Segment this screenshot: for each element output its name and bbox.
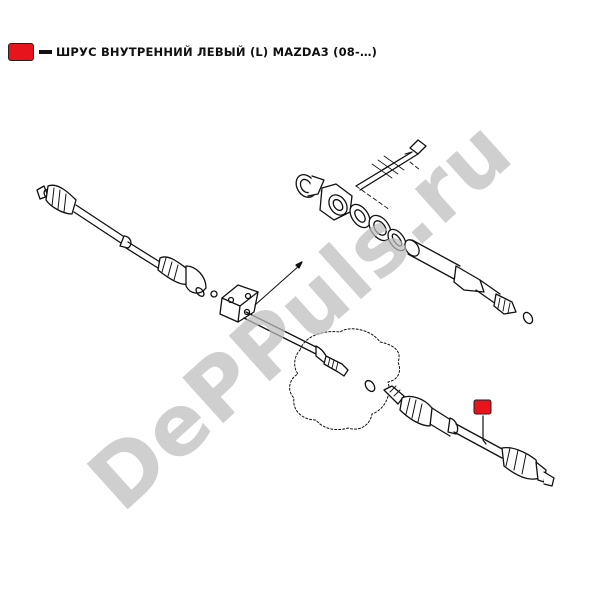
leader-arrow (254, 261, 303, 306)
clip (364, 379, 376, 393)
joint-shaft (243, 311, 349, 377)
left-drive-shaft-lower (383, 385, 555, 487)
red-marker (473, 399, 492, 415)
bearing (319, 183, 407, 252)
left-drive-shaft (36, 184, 218, 298)
marker-leader (482, 415, 487, 445)
legend-marker (8, 43, 34, 61)
joint-shaft-bracket (219, 284, 259, 323)
transaxle-outline (289, 328, 401, 431)
dust-seal (295, 174, 325, 198)
legend-text: ШРУС ВНУТРЕННИЙ ЛЕВЫЙ (L) MAZDA3 (08-…) (56, 45, 378, 59)
right-drive-shaft (404, 239, 534, 325)
legend: ШРУС ВНУТРЕННИЙ ЛЕВЫЙ (L) MAZDA3 (08-…) (8, 43, 377, 61)
mounting-bolt (355, 139, 427, 191)
legend-dash (39, 50, 52, 54)
